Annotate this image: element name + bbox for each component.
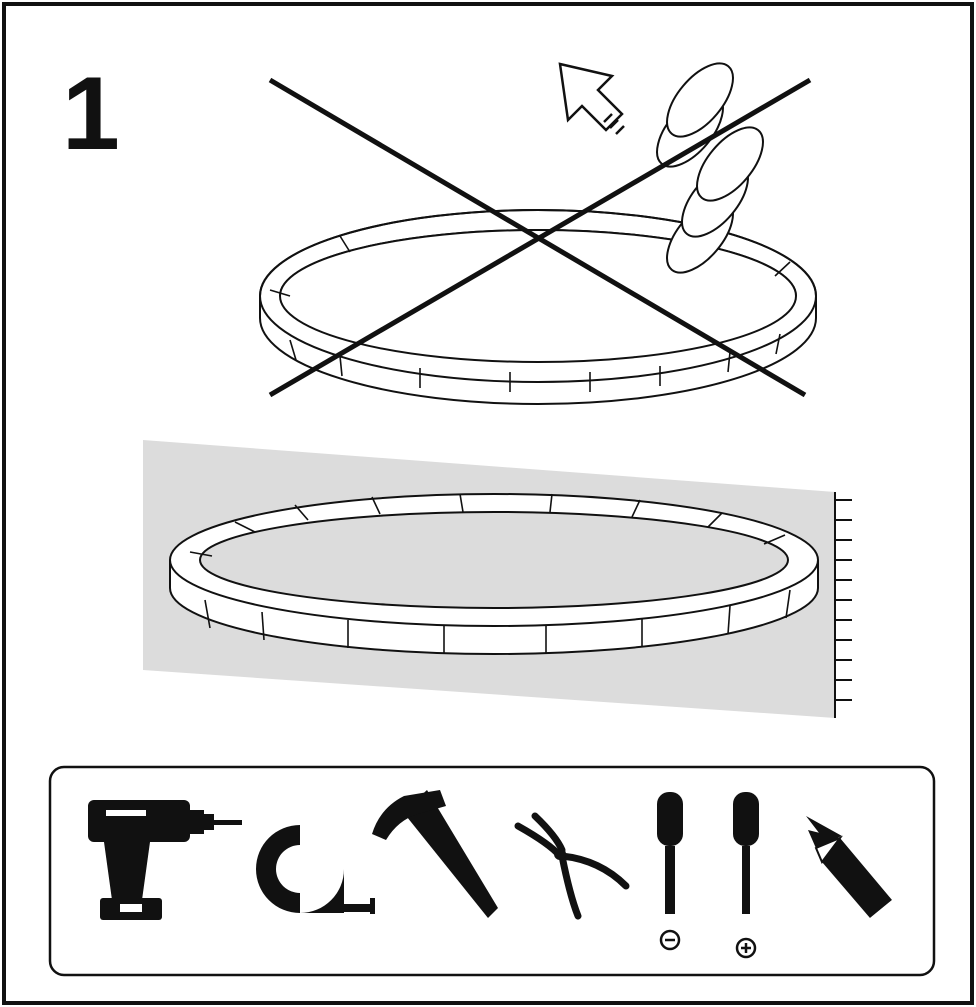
hammer-icon: [372, 790, 498, 918]
wrong-install-scene: [259, 62, 817, 405]
step-number: 1: [62, 56, 120, 172]
marker-pen-icon: [806, 816, 892, 918]
pliers-icon: [514, 812, 630, 920]
trampoline-frame-ring-bottom: [169, 493, 819, 655]
spring-coil-icon: [656, 62, 764, 274]
cross-mark-icon: [268, 77, 812, 398]
ground-edge-ticks: [834, 492, 852, 718]
tools-box: [48, 765, 936, 977]
drill-icon: [88, 800, 242, 920]
tape-measure-icon: [256, 825, 375, 914]
correct-install-scene: [143, 440, 852, 718]
flathead-screwdriver-icon: [657, 792, 683, 951]
phillips-screwdriver-icon: [733, 792, 759, 959]
pull-arrow-icon: [558, 62, 625, 135]
